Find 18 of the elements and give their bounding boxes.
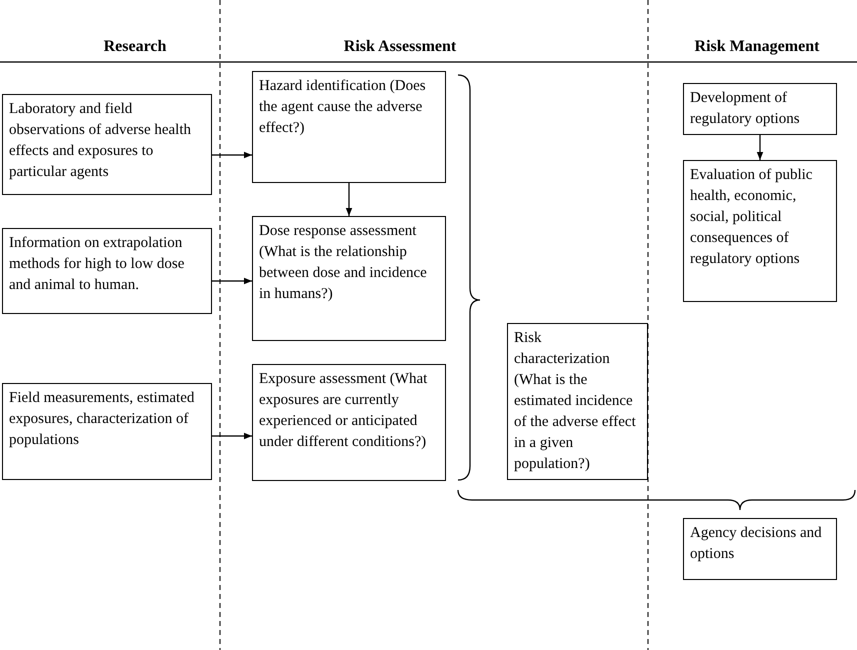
text-box: Exposure assessment (What exposures are currently experienced or anticipated under different conditions?) [252,364,446,481]
text-box: Dose response assessment (What is the relationship between dose and incidence in humans?) [252,216,446,341]
text-box: Agency decisions and options [683,518,837,580]
arrow [212,152,252,158]
column-heading: Risk Management [694,38,820,56]
text-box: Development of regulatory options [683,83,837,135]
text-box: Evaluation of public health, economic, social, political consequences of regulatory options [683,160,837,302]
arrow [212,278,252,284]
text-box: Hazard identification (Does the agent cause the adverse effect?) [252,71,446,183]
arrow [346,183,352,216]
column-heading: Research [104,38,166,56]
text-box: Risk characterization (What is the estimated incidence of the adverse effect in a given population?) [507,323,648,480]
column-heading: Risk Assessment [344,38,456,56]
arrow [756,135,764,160]
arrow [212,432,252,440]
text-box: Information on extrapolation methods for high to low dose and animal to human. [2,228,212,314]
text-box: Field measurements, estimated exposures, characterization of populations [2,383,212,480]
text-box: Laboratory and field observations of adverse health effects and exposures to particular agents [2,94,212,195]
